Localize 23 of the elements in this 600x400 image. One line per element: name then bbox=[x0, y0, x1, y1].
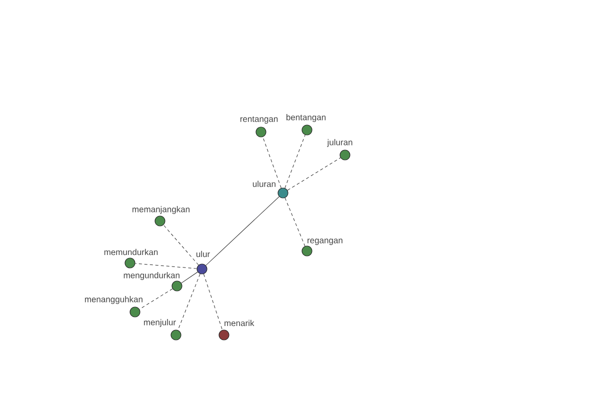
node-label: bentangan bbox=[286, 114, 326, 122]
node-label: menarik bbox=[224, 320, 254, 326]
node-label: rentangan bbox=[240, 116, 278, 124]
connector-line bbox=[135, 263, 197, 269]
connector-line bbox=[287, 158, 341, 190]
node-label: memundurkan bbox=[104, 248, 158, 256]
node-label: uluran bbox=[252, 180, 276, 187]
connector-line bbox=[284, 198, 306, 246]
node-label: juluran bbox=[327, 139, 352, 147]
connector-line bbox=[284, 134, 306, 188]
connector-line bbox=[181, 272, 198, 284]
node-label: regangan bbox=[308, 238, 342, 245]
connector-line bbox=[163, 224, 199, 266]
node-label: mengundurkan bbox=[124, 272, 180, 280]
connector-line bbox=[139, 288, 173, 310]
node-label: memanjangkan bbox=[132, 206, 190, 214]
connector-line bbox=[206, 196, 280, 266]
connector-line bbox=[178, 274, 200, 330]
node-label: menangguhkan bbox=[84, 296, 142, 304]
node-label: ulur bbox=[196, 250, 210, 258]
node-label: menjulur bbox=[144, 319, 176, 327]
connector-line bbox=[262, 136, 282, 188]
connector-line bbox=[203, 274, 223, 330]
